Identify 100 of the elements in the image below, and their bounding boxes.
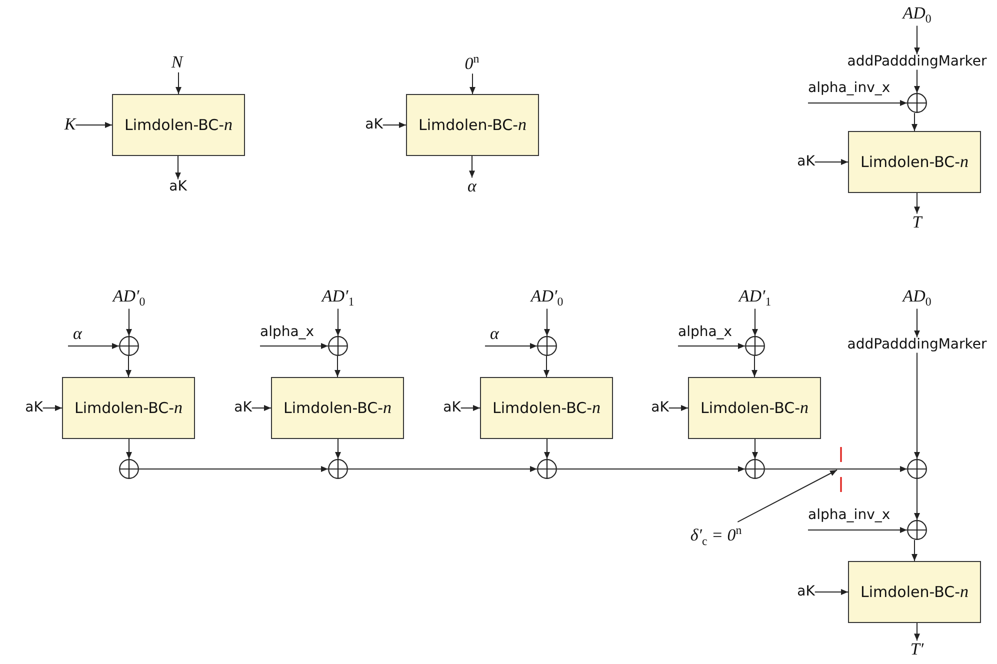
arrow bbox=[460, 405, 480, 411]
xor-symbol bbox=[119, 459, 139, 479]
text-label: aK bbox=[234, 400, 252, 416]
xor-symbol bbox=[907, 520, 927, 540]
math-label: AD′$_{1}$ bbox=[322, 287, 354, 309]
math-label: 0$^{n}$ bbox=[464, 52, 480, 74]
arrow bbox=[752, 308, 758, 336]
arrow bbox=[914, 69, 920, 94]
block-label: Limdolen-BC-n bbox=[418, 116, 527, 134]
cipher-block bbox=[480, 377, 613, 439]
cipher-block bbox=[271, 377, 404, 439]
cipher-block bbox=[62, 377, 195, 439]
cipher-block bbox=[406, 94, 539, 156]
cipher-block bbox=[112, 94, 245, 156]
arrow bbox=[668, 405, 688, 411]
math-label: AD′$_{0}$ bbox=[530, 287, 564, 309]
arrow bbox=[808, 527, 908, 533]
xor-symbol bbox=[119, 336, 139, 356]
arrow bbox=[914, 192, 920, 214]
text-label: aK bbox=[443, 400, 461, 416]
arrow bbox=[470, 73, 476, 94]
arrow bbox=[914, 25, 920, 55]
text-label: aK bbox=[25, 400, 43, 416]
math-label: AD′$_{1}$ bbox=[738, 287, 772, 309]
input-label: alpha_x bbox=[678, 325, 740, 346]
block-label: Limdolen-BC-n bbox=[283, 398, 392, 418]
arrow bbox=[251, 405, 272, 411]
xor-symbol bbox=[907, 459, 927, 479]
arrow bbox=[914, 478, 920, 520]
arrow bbox=[126, 308, 132, 336]
math-label: N bbox=[171, 54, 183, 72]
arrow bbox=[334, 356, 340, 378]
math-label: T bbox=[912, 214, 922, 232]
input-label: α bbox=[485, 325, 530, 346]
arrow bbox=[752, 438, 758, 460]
arrow bbox=[138, 466, 328, 472]
input-label: alpha_inv_x bbox=[808, 508, 888, 530]
math-label: α bbox=[468, 178, 476, 196]
arrow bbox=[348, 466, 538, 472]
cipher-block bbox=[688, 377, 821, 439]
math-label: δ′$_{c}$ = 0$^{n}$ bbox=[690, 524, 742, 548]
xor-symbol bbox=[537, 459, 557, 479]
math-label: AD$_{0}$ bbox=[902, 4, 932, 26]
math-label: K bbox=[64, 116, 76, 134]
input-label: alpha_inv_x bbox=[808, 81, 888, 103]
xor-symbol bbox=[907, 93, 927, 113]
text-label: aK bbox=[797, 154, 815, 170]
arrow bbox=[752, 356, 758, 378]
arrow bbox=[335, 438, 341, 460]
arrow bbox=[176, 72, 182, 94]
block-label: Limdolen-BC-n bbox=[860, 582, 969, 602]
leader-line bbox=[737, 470, 838, 522]
arrow bbox=[912, 112, 918, 132]
text-label: aK bbox=[651, 400, 669, 416]
arrow bbox=[126, 438, 132, 460]
arrow bbox=[678, 343, 746, 349]
math-label: AD′$_{0}$ bbox=[112, 287, 146, 309]
xor-symbol bbox=[328, 459, 348, 479]
text-label: addPadddingMarker bbox=[847, 54, 987, 70]
arrow bbox=[556, 466, 746, 472]
xor-symbol bbox=[328, 336, 348, 356]
arrow bbox=[382, 122, 406, 128]
arrow bbox=[808, 100, 908, 106]
text-label: aK bbox=[797, 584, 815, 600]
arrow bbox=[469, 156, 475, 178]
block-label: Limdolen-BC-n bbox=[74, 398, 183, 418]
arrow bbox=[335, 308, 341, 336]
input-label: alpha_x bbox=[260, 325, 322, 346]
arrow bbox=[914, 308, 920, 338]
block-label: Limdolen-BC-n bbox=[700, 398, 809, 418]
xor-symbol bbox=[745, 459, 765, 479]
arrow bbox=[914, 352, 920, 460]
arrow bbox=[814, 159, 848, 165]
input-label: α bbox=[68, 325, 113, 346]
xor-symbol bbox=[745, 336, 765, 356]
text-label: addPadddingMarker bbox=[847, 337, 987, 353]
arrow bbox=[260, 343, 328, 349]
arrow bbox=[914, 622, 920, 642]
arrow bbox=[68, 343, 120, 349]
arrow bbox=[544, 308, 550, 336]
text-label: aK bbox=[365, 117, 383, 133]
arrow bbox=[544, 356, 550, 378]
arrow bbox=[75, 122, 112, 128]
xor-symbol bbox=[537, 336, 557, 356]
arrow bbox=[42, 405, 62, 411]
arrow bbox=[126, 356, 132, 378]
arrow bbox=[544, 438, 550, 460]
block-label: Limdolen-BC-n bbox=[492, 398, 601, 418]
cipher-block bbox=[848, 131, 981, 193]
text-label: aK bbox=[169, 179, 187, 195]
block-label: Limdolen-BC-n bbox=[860, 152, 969, 172]
arrow bbox=[764, 466, 908, 472]
math-label: T′ bbox=[910, 640, 924, 660]
cipher-block bbox=[848, 561, 981, 623]
arrow bbox=[484, 343, 538, 349]
arrow bbox=[912, 540, 918, 562]
arrow bbox=[814, 589, 848, 595]
arrow bbox=[175, 156, 181, 180]
block-label: Limdolen-BC-n bbox=[124, 116, 233, 134]
math-label: AD$_{0}$ bbox=[902, 287, 932, 309]
